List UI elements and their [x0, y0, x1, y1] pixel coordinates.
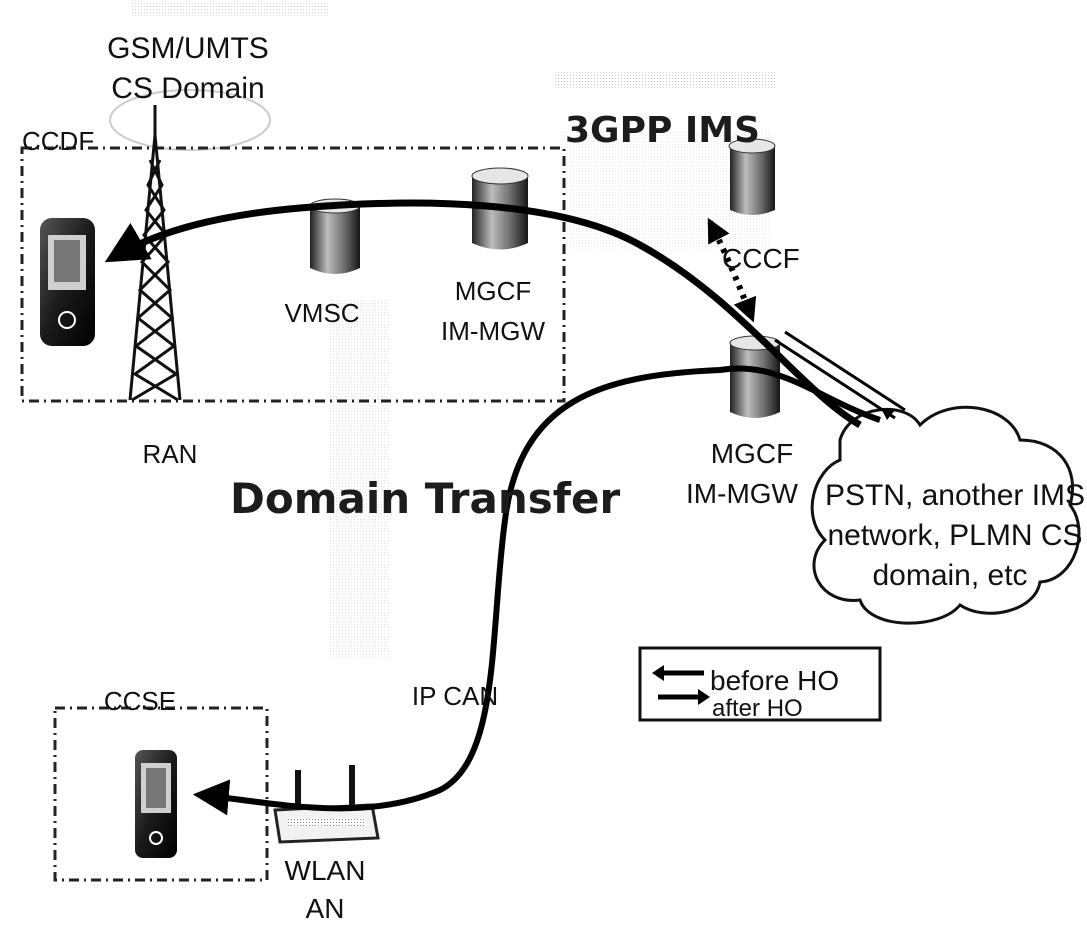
cloud-label-line2: network, PLMN CS: [827, 519, 1082, 552]
wlan-label-line1: WLAN: [285, 855, 366, 886]
cccf-label: CCCF: [722, 243, 800, 274]
cs-domain-label-line2: CS Domain: [111, 72, 264, 105]
cell-tower-icon: [128, 105, 182, 402]
mgcf-to-cloud-double-link: [774, 330, 906, 420]
wlan-access-point-icon: [273, 765, 380, 844]
wlan-label-line2: AN: [306, 893, 345, 924]
legend-box: before HO after HO: [638, 646, 882, 722]
legend-before-ho-label: before HO: [710, 665, 839, 696]
ims-label: 3GPP IMS: [565, 110, 760, 151]
cloud-label-line3: domain, etc: [872, 559, 1027, 592]
mgcf-mid-label-line2: IM-MGW: [686, 478, 799, 509]
before-ho-call-path: [104, 199, 862, 429]
mgcf-mid-label-line1: MGCF: [711, 438, 793, 469]
legend-double-arrow-icon: [652, 665, 710, 705]
ccse-label: CCSE: [104, 686, 176, 716]
mobile-phone-ccse-icon: [135, 750, 177, 858]
ccse-dashed-box: [53, 706, 269, 882]
cccf-dotted-link: [707, 217, 757, 323]
cloud-label-line1: PSTN, another IMS: [825, 479, 1085, 512]
mobile-phone-ccdf-icon: [40, 218, 95, 346]
mgcf-top-label-line2: IM-MGW: [441, 316, 545, 346]
vmsc-label: VMSC: [284, 298, 359, 328]
ccdf-label: CCDF: [22, 126, 94, 156]
vmsc-server-icon: [309, 198, 361, 274]
ccdf-dashed-box: [20, 146, 566, 403]
domain-transfer-label: Domain Transfer: [230, 474, 620, 523]
ip-can-label: IP CAN: [412, 681, 498, 711]
network-cloud-shape: [810, 405, 1081, 625]
ran-label: RAN: [143, 439, 198, 469]
legend-after-ho-label: after HO: [712, 695, 803, 722]
mgcf-top-label-line1: MGCF: [455, 276, 532, 306]
cs-domain-ellipse: [109, 89, 271, 151]
cccf-server-icon: [728, 138, 776, 215]
after-ho-call-path: [192, 365, 881, 816]
cs-domain-label-line1: GSM/UMTS: [107, 32, 269, 65]
